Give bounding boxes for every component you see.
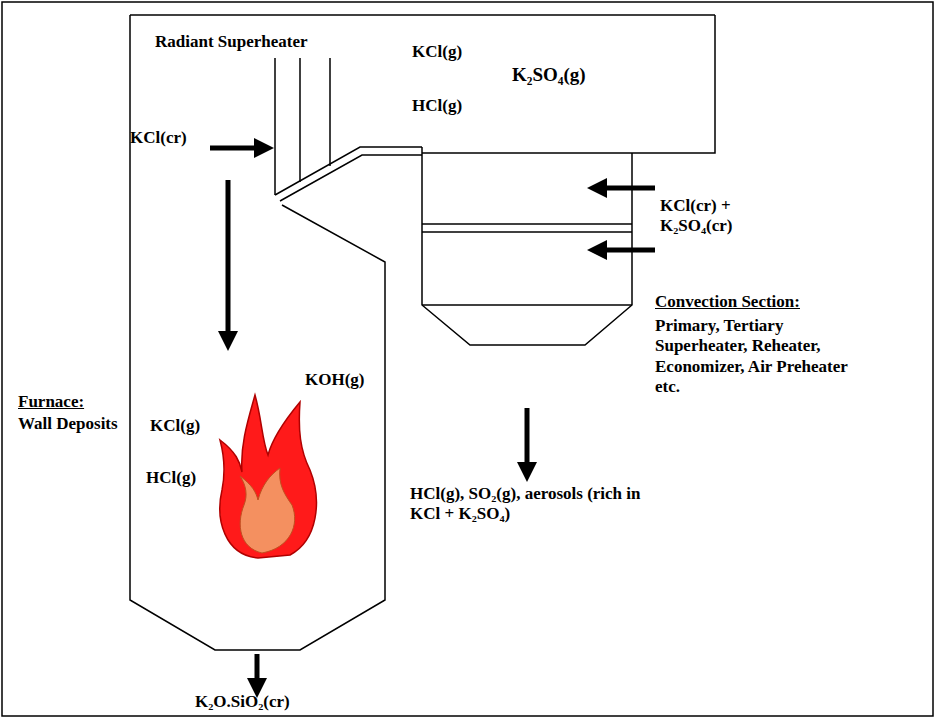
chemical-label-text: K₂SO₄(g) <box>512 64 586 85</box>
boiler-outline <box>130 15 715 650</box>
chemical-label: HCl(g) <box>146 468 216 488</box>
section-description-text: Wall Deposits <box>18 414 118 433</box>
chemical-label: KCl(g) <box>150 416 220 436</box>
section-description: Wall Deposits <box>18 414 118 434</box>
section-heading: Furnace: <box>18 392 118 412</box>
chemical-label: HCl(g) <box>412 96 502 116</box>
chemical-label-text: KOH(g) <box>305 370 365 389</box>
section-description-text: Primary, Tertiary Superheater, Reheater,… <box>655 316 847 396</box>
chemical-label-text: KCl(g) <box>150 416 200 435</box>
chemical-label-text: HCl(g) <box>146 468 196 487</box>
section-heading-text: Furnace: <box>18 392 84 411</box>
chemical-label: HCl(g), SO₂(g), aerosols (rich in KCl + … <box>410 484 660 525</box>
flame <box>220 395 316 558</box>
chemical-label-text: KCl(cr) <box>130 128 187 147</box>
section-heading-text: Convection Section: <box>655 292 800 311</box>
chemical-label: KOH(g) <box>305 370 385 390</box>
chemical-label: K₂O.SiO₂(cr) <box>195 692 355 712</box>
section-name-text: Radiant Superheater <box>155 32 308 51</box>
chemical-label: KCl(cr) <box>130 128 220 148</box>
chemical-label: KCl(g) <box>412 42 502 62</box>
chemical-label-text: HCl(g) <box>412 96 462 115</box>
section-description: Primary, Tertiary Superheater, Reheater,… <box>655 316 855 398</box>
flow-arrows <box>210 148 655 682</box>
chemical-label-text: K₂O.SiO₂(cr) <box>195 692 290 711</box>
chemical-label-text: KCl(cr) + K₂SO₄(cr) <box>660 196 733 235</box>
chemical-label-text: KCl(g) <box>412 42 462 61</box>
chemical-label: K₂SO₄(g) <box>512 64 642 87</box>
chemical-label: KCl(cr) + K₂SO₄(cr) <box>660 196 790 237</box>
section-heading: Convection Section: <box>655 292 855 312</box>
chemical-label-text: HCl(g), SO₂(g), aerosols (rich in KCl + … <box>410 484 641 523</box>
section-name: Radiant Superheater <box>155 32 385 52</box>
